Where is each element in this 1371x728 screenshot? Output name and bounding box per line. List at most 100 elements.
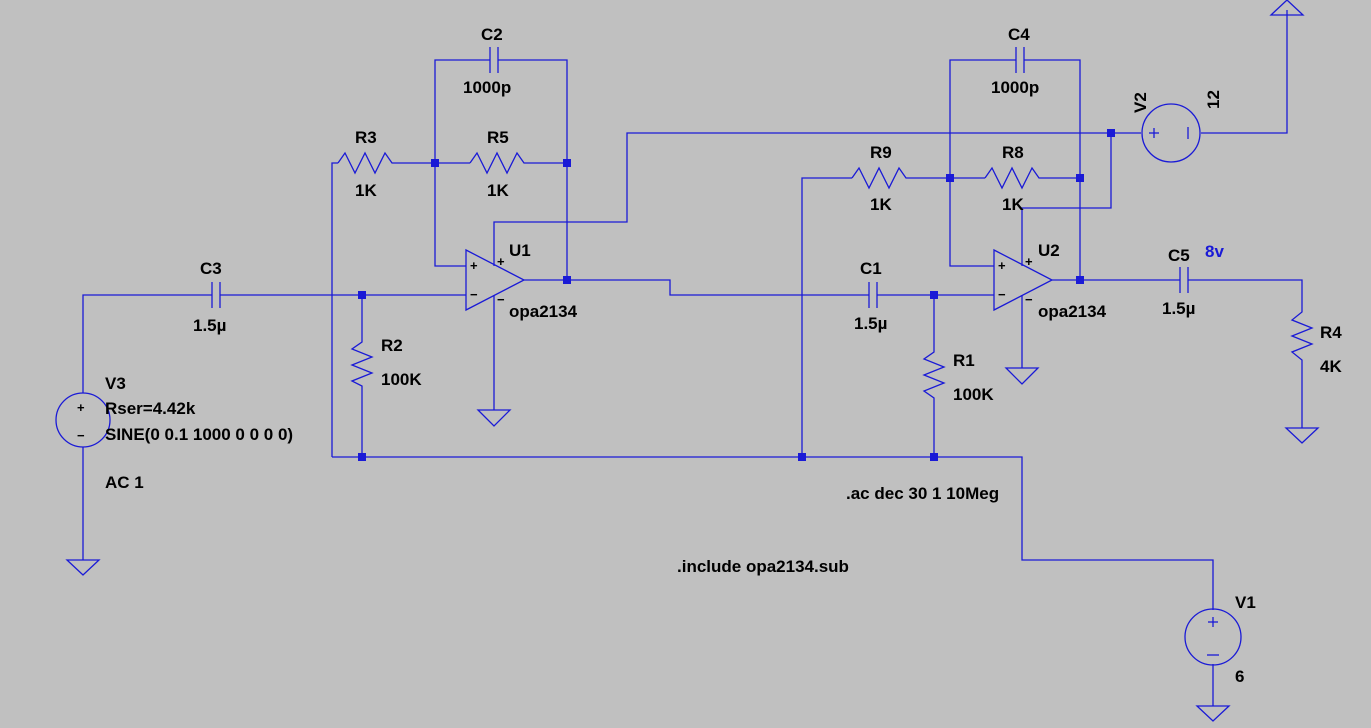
junction (563, 276, 571, 284)
voltage-source-v1[interactable]: V1 6 (1184, 593, 1256, 686)
junction (930, 453, 938, 461)
capacitor-c3[interactable]: C3 1.5µ (193, 259, 226, 335)
v3-rser: Rser=4.42k (105, 399, 196, 418)
u1-plus-pin: + (470, 258, 478, 273)
ground-icon (1284, 427, 1320, 444)
v1-ref: V1 (1235, 593, 1256, 612)
capacitor-c1[interactable]: C1 1.5µ (854, 259, 887, 333)
capacitor-c4[interactable]: C4 1000p (991, 25, 1039, 97)
junction (431, 159, 439, 167)
supply-flag-icon (1269, 0, 1305, 16)
resistor-r3[interactable]: R3 1K (337, 128, 398, 200)
wires (82, 10, 1303, 706)
ground-icon (1195, 705, 1231, 722)
r4-value: 4K (1320, 357, 1342, 376)
r3-value: 1K (355, 181, 377, 200)
resistor-r8[interactable]: R8 1K (984, 143, 1045, 214)
junctions (358, 129, 1115, 461)
c5-ref: C5 (1168, 246, 1190, 265)
voltage-source-v2[interactable]: V2 12 (1131, 90, 1223, 163)
r1-value: 100K (953, 385, 994, 404)
r4-ref: R4 (1320, 323, 1342, 342)
r2-ref: R2 (381, 336, 403, 355)
capacitor-c5[interactable]: C5 1.5µ (1162, 246, 1195, 318)
wire-v3-top[interactable] (82, 294, 212, 393)
resistor-r4[interactable]: R4 4K (1290, 305, 1342, 376)
wire-c4-loop[interactable] (949, 59, 1081, 280)
junction (930, 291, 938, 299)
junction (1076, 276, 1084, 284)
c3-ref: C3 (200, 259, 222, 278)
c1-value: 1.5µ (854, 314, 887, 333)
wire-v2-right[interactable] (1201, 10, 1288, 134)
u2-plus-pin: + (998, 258, 1006, 273)
resistor-r5[interactable]: R5 1K (469, 128, 530, 200)
junction (1107, 129, 1115, 137)
resistor-r1[interactable]: R1 100K (922, 345, 994, 405)
opamp-u1[interactable]: + − + − U1 opa2134 (465, 241, 578, 321)
c3-value: 1.5µ (193, 316, 226, 335)
wire-u2-minus[interactable] (949, 178, 994, 267)
u1-minus-pin: − (470, 287, 478, 302)
junction (946, 174, 954, 182)
junction (1076, 174, 1084, 182)
wire-u2-vcc[interactable] (1021, 133, 1112, 266)
wire-r9-left[interactable] (801, 177, 852, 457)
u2-model: opa2134 (1038, 302, 1107, 321)
resistor-r2[interactable]: R2 100K (350, 335, 422, 390)
wire-u1-vcc[interactable] (493, 132, 1141, 266)
c5-value: 1.5µ (1162, 299, 1195, 318)
r5-ref: R5 (487, 128, 509, 147)
wire-r3-left[interactable] (331, 162, 338, 457)
v2-ref: V2 (1131, 92, 1150, 113)
u2-vee-pin: − (1025, 292, 1033, 307)
r8-ref: R8 (1002, 143, 1024, 162)
wire-u1-minus[interactable] (434, 163, 466, 267)
junction (358, 291, 366, 299)
net-label-8v[interactable]: 8v (1205, 242, 1224, 261)
u1-model: opa2134 (509, 302, 578, 321)
capacitor-c2[interactable]: C2 1000p (463, 25, 511, 97)
v3-ac: AC 1 (105, 473, 144, 492)
v2-value: 12 (1204, 90, 1223, 109)
ground-icon (65, 559, 101, 576)
v3-source: SINE(0 0.1 1000 0 0 0 0) (105, 425, 293, 444)
r9-ref: R9 (870, 143, 892, 162)
v1-value: 6 (1235, 667, 1244, 686)
u1-vcc-pin: + (497, 254, 505, 269)
r5-value: 1K (487, 181, 509, 200)
wire-c2-loop[interactable] (434, 59, 568, 280)
ground-symbols (65, 0, 1320, 722)
ground-icon (1004, 367, 1040, 385)
v3-plus-sign: + (77, 400, 85, 415)
spice-directive-include[interactable]: .include opa2134.sub (677, 557, 849, 576)
c2-ref: C2 (481, 25, 503, 44)
c4-ref: C4 (1008, 25, 1030, 44)
u2-vcc-pin: + (1025, 254, 1033, 269)
resistor-r9[interactable]: R9 1K (851, 143, 912, 214)
spice-directive-ac[interactable]: .ac dec 30 1 10Meg (846, 484, 999, 503)
wire-c5-to-r4[interactable] (1188, 279, 1303, 305)
c4-value: 1000p (991, 78, 1039, 97)
junction (563, 159, 571, 167)
r1-ref: R1 (953, 351, 975, 370)
junction (358, 453, 366, 461)
voltage-source-v3[interactable]: + − V3 Rser=4.42k SINE(0 0.1 1000 0 0 0 … (55, 374, 293, 492)
wire-u1-out[interactable] (524, 279, 869, 296)
opamp-u2[interactable]: + − + − U2 opa2134 (993, 241, 1107, 321)
u1-ref: U1 (509, 241, 531, 260)
u2-minus-pin: − (998, 287, 1006, 302)
wire-ground-bus[interactable] (332, 456, 1214, 610)
r3-ref: R3 (355, 128, 377, 147)
r2-value: 100K (381, 370, 422, 389)
r9-value: 1K (870, 195, 892, 214)
ground-icon (476, 409, 512, 427)
junction (798, 453, 806, 461)
r8-value: 1K (1002, 195, 1024, 214)
c2-value: 1000p (463, 78, 511, 97)
c1-ref: C1 (860, 259, 882, 278)
u1-vee-pin: − (497, 292, 505, 307)
u2-ref: U2 (1038, 241, 1060, 260)
v3-minus-sign: − (77, 428, 85, 443)
